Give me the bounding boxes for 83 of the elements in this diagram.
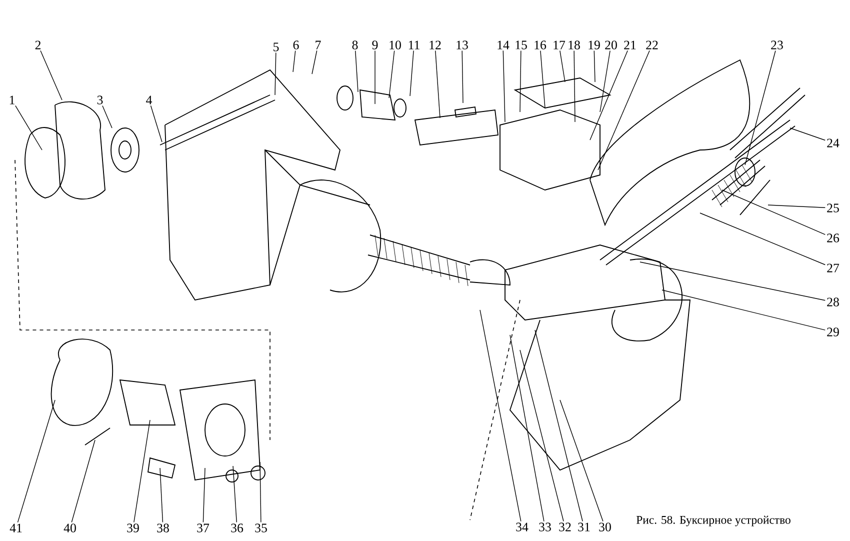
leader-line — [520, 50, 522, 112]
leader-line — [40, 50, 62, 100]
callout-number: 37 — [197, 524, 210, 532]
callout-number: 2 — [35, 40, 41, 50]
callout-number: 8 — [352, 40, 358, 50]
callout-number: 29 — [827, 328, 839, 336]
callout-number: 22 — [646, 40, 658, 50]
leader-line — [17, 400, 56, 523]
leader-line — [600, 50, 610, 112]
callout-number: 28 — [827, 298, 839, 306]
callout-number: 35 — [255, 524, 267, 532]
leader-line — [435, 50, 440, 118]
leader-line — [462, 50, 464, 104]
callout-number: 31 — [578, 522, 590, 532]
callout-number: 11 — [408, 40, 420, 50]
leader-line — [662, 290, 826, 330]
callout-number: 39 — [127, 524, 139, 532]
leader-line — [355, 50, 358, 92]
callout-number: 15 — [516, 40, 527, 50]
callout-number: 13 — [456, 40, 468, 50]
callout-number: 14 — [498, 40, 510, 50]
callout-number: 12 — [430, 40, 441, 50]
callout-number: 38 — [157, 524, 169, 532]
leader-line — [560, 50, 566, 82]
leader-line — [160, 468, 164, 523]
callout-number: 4 — [146, 96, 152, 104]
callout-number: 27 — [827, 264, 840, 272]
callout-number: 5 — [274, 42, 279, 52]
leader-line — [312, 50, 318, 74]
callout-number: 23 — [771, 40, 783, 50]
leader-line — [640, 262, 826, 301]
callout-number: 32 — [559, 522, 571, 532]
callout-number: 30 — [599, 522, 611, 532]
callout-number: 34 — [516, 522, 528, 532]
leader-line — [232, 466, 237, 523]
leader-line — [510, 334, 544, 522]
leader-line — [574, 50, 576, 122]
callout-number: 17 — [554, 40, 566, 50]
callout-number: 6 — [293, 40, 299, 50]
leader-line — [202, 468, 206, 523]
leader-line — [260, 462, 262, 523]
callout-number: 18 — [568, 40, 580, 50]
callout-number: 20 — [605, 40, 617, 50]
leader-line — [292, 50, 296, 72]
leader-line — [102, 105, 112, 128]
leader-line — [502, 50, 506, 122]
leader-line — [700, 212, 826, 266]
callout-number: 26 — [827, 234, 840, 242]
callout-number: 10 — [390, 40, 401, 50]
callout-number: 16 — [534, 40, 546, 50]
leader-line — [134, 420, 150, 523]
callout-number: 7 — [316, 40, 321, 50]
leader-line — [274, 52, 276, 96]
callout-number: 3 — [97, 96, 103, 104]
figure-caption: Рис. 58. Буксирное устройство — [636, 516, 790, 526]
leader-line — [540, 50, 546, 108]
callout-number: 33 — [539, 522, 551, 532]
callout-number: 1 — [10, 96, 14, 104]
leader-line — [534, 330, 583, 522]
leader-line — [15, 105, 42, 150]
leader-line — [744, 50, 776, 166]
leader-line — [520, 350, 564, 522]
callout-number: 40 — [64, 524, 76, 532]
leader-line — [71, 440, 96, 523]
callout-number: 41 — [10, 524, 22, 532]
callout-number: 9 — [372, 40, 378, 50]
callout-number: 19 — [588, 40, 600, 50]
leader-line — [560, 400, 604, 522]
leader-line — [768, 204, 826, 208]
leader-line — [590, 50, 628, 140]
leader-line — [594, 50, 596, 82]
callout-number: 25 — [827, 204, 839, 212]
callout-number: 36 — [231, 524, 244, 532]
leader-line — [410, 50, 414, 96]
leader-line — [722, 190, 826, 235]
leader-line — [480, 310, 522, 522]
leader-line — [374, 50, 376, 104]
leader-line — [388, 50, 395, 98]
leader-line — [598, 50, 650, 170]
callout-number: 24 — [827, 138, 840, 148]
callout-number: 21 — [624, 40, 636, 50]
leader-line — [150, 105, 162, 142]
leader-line — [790, 128, 826, 141]
